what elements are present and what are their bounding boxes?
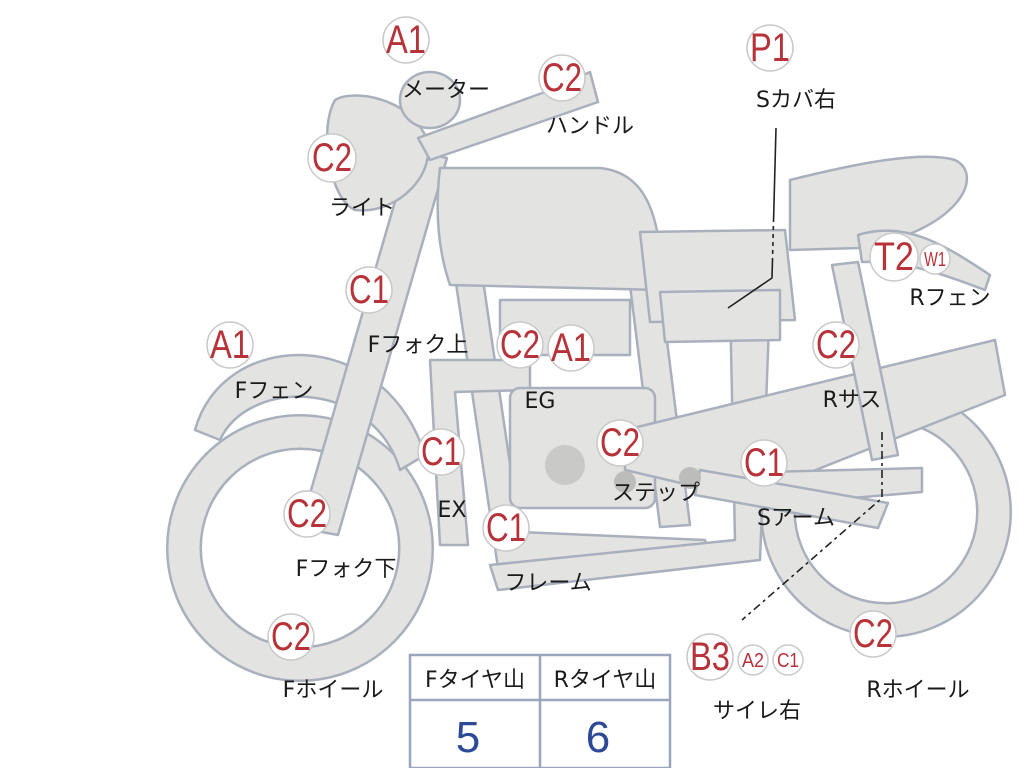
grade-badge-engine: C2 xyxy=(496,321,544,369)
grade-badge-rear-suspension: C2 xyxy=(812,321,860,369)
leader-line-side-cover xyxy=(727,127,777,309)
grade-badge-frame: C1 xyxy=(482,504,530,552)
grade-badge-text: C1 xyxy=(486,506,526,550)
part-label-step: ステップ xyxy=(612,481,700,506)
grade-badge-circle xyxy=(740,439,788,487)
grade-badge-circle xyxy=(417,428,465,476)
grade-badge-text: A1 xyxy=(386,18,426,62)
grade-badge-text: C2 xyxy=(312,136,352,180)
part-label-rear-wheel: Rホイール xyxy=(866,678,969,703)
grade-badge-circle xyxy=(283,490,331,538)
grade-badge-text: C1 xyxy=(421,430,461,474)
grade-badge-circle xyxy=(737,644,769,676)
grade-badge-muffler-right: B3 xyxy=(686,633,734,681)
grade-badge-front-fender: A1 xyxy=(206,321,254,369)
grade-badge-rear-fender: T2 xyxy=(869,232,919,282)
part-label-handle: ハンドル xyxy=(546,114,634,139)
grade-badge-muffler-right: C1 xyxy=(772,644,804,676)
part-label-front-fender: Fフェン xyxy=(235,379,314,404)
fuel-tank-shape xyxy=(436,166,662,292)
grade-badge-handle: C2 xyxy=(538,54,586,102)
grade-badge-text: C1 xyxy=(777,650,799,672)
grade-badge-circle xyxy=(382,16,430,64)
grade-badge-circle xyxy=(206,321,254,369)
grade-badge-front-fork-lower: C2 xyxy=(283,490,331,538)
grade-badge-text: C2 xyxy=(271,615,311,659)
grade-badge-text: P1 xyxy=(750,26,790,70)
grade-badge-step: C2 xyxy=(596,419,644,467)
grade-badge-text: C2 xyxy=(500,323,540,367)
grade-badge-text: C2 xyxy=(853,612,893,656)
grade-badge-circle xyxy=(919,243,951,275)
grade-badge-engine: A1 xyxy=(547,324,595,372)
grade-badge-circle xyxy=(812,321,860,369)
grade-badge-text: W1 xyxy=(924,249,946,271)
grade-badge-muffler-right: A2 xyxy=(737,644,769,676)
grade-badge-circle xyxy=(482,504,530,552)
grade-badge-circle xyxy=(686,633,734,681)
front-tire-header: Fタイヤ山 xyxy=(425,668,525,693)
grade-badge-circle xyxy=(772,644,804,676)
part-label-swing-arm: Sアーム xyxy=(757,506,835,531)
grade-badge-text: T2 xyxy=(874,235,914,279)
grade-badge-text: C2 xyxy=(816,323,856,367)
rear-tire-header: Rタイヤ山 xyxy=(554,668,657,693)
grade-badge-text: C2 xyxy=(600,421,640,465)
tire-table: Fタイヤ山 Rタイヤ山 5 6 xyxy=(408,653,672,768)
grade-badge-circle xyxy=(267,613,315,661)
grade-badge-light: C2 xyxy=(307,133,357,183)
grade-badge-circle xyxy=(307,133,357,183)
leader-line-muffler xyxy=(741,432,883,621)
meter-shape xyxy=(398,70,462,130)
front-tire-value: 5 xyxy=(456,713,480,762)
grade-badge-circle xyxy=(538,54,586,102)
grade-badge-text: A1 xyxy=(551,326,591,370)
part-label-front-fork-lower: Fフォク下 xyxy=(296,557,397,582)
part-label-rear-suspension: Rサス xyxy=(823,388,882,413)
part-label-engine: EG xyxy=(525,389,556,414)
rear-tire-value: 6 xyxy=(586,713,610,762)
grade-badge-text: C1 xyxy=(744,441,784,485)
grade-badge-circle xyxy=(547,324,595,372)
grade-badge-text: A2 xyxy=(742,650,764,672)
part-label-exhaust: EX xyxy=(438,498,467,523)
part-label-frame: フレーム xyxy=(504,571,591,596)
grade-badge-rear-fender: W1 xyxy=(919,243,951,275)
grade-badge-circle xyxy=(869,232,919,282)
grade-badge-meter: A1 xyxy=(382,16,430,64)
part-label-front-wheel: Fホイール xyxy=(283,678,384,703)
grade-badge-seat-cover-right: P1 xyxy=(746,24,794,72)
part-label-meter: メーター xyxy=(402,78,490,103)
grade-badge-circle xyxy=(849,610,897,658)
grade-badge-circle xyxy=(496,321,544,369)
grade-badge-front-fork-upper: C1 xyxy=(345,266,393,314)
part-label-light: ライト xyxy=(329,196,395,221)
grade-badge-circle xyxy=(746,24,794,72)
part-label-rear-fender: Rフェン xyxy=(909,286,990,311)
rear-suspension-shape xyxy=(830,260,900,462)
grade-badge-swing-arm: C1 xyxy=(740,439,788,487)
grade-badge-text: B3 xyxy=(690,635,730,679)
part-label-front-fork-upper: Fフォク上 xyxy=(368,333,469,358)
part-label-muffler-right: サイレ右 xyxy=(713,699,801,724)
grade-badge-circle xyxy=(345,266,393,314)
grade-badge-exhaust: C1 xyxy=(417,428,465,476)
grade-badge-circle xyxy=(596,419,644,467)
part-label-seat-cover-right: Sカバ右 xyxy=(756,88,836,113)
grade-badge-text: A1 xyxy=(210,323,250,367)
grade-badge-text: C2 xyxy=(542,56,582,100)
grade-badge-text: C2 xyxy=(287,492,327,536)
grade-badge-text: C1 xyxy=(349,268,389,312)
grade-badge-front-wheel: C2 xyxy=(267,613,315,661)
grade-badge-rear-wheel: C2 xyxy=(849,610,897,658)
